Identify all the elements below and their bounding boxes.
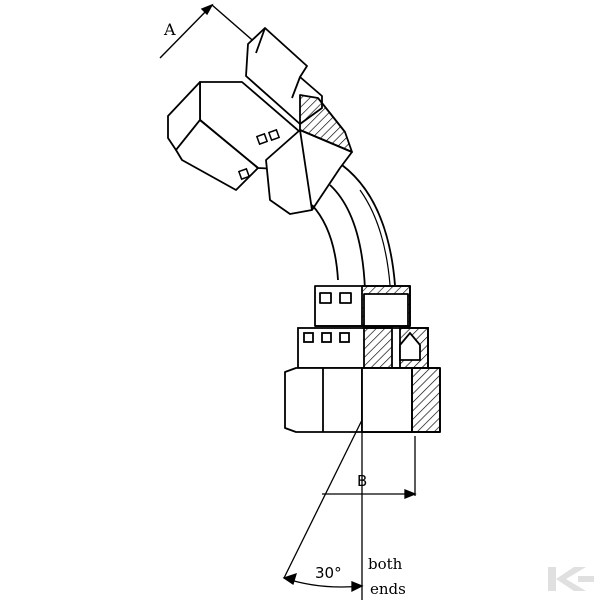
hose-bend [311, 164, 396, 291]
angle-dimension [282, 419, 364, 593]
dimension-b-label: B [357, 472, 368, 490]
top-ferrule [265, 94, 353, 215]
dimension-a [159, 3, 259, 59]
bottom-swivel-nut [284, 367, 441, 433]
bottom-collar [297, 327, 429, 369]
both-ends-label-line2: ends [370, 580, 406, 598]
brand-watermark-icon [548, 567, 594, 591]
dimension-a-label: A [164, 20, 176, 39]
both-ends-label-line1: both [368, 555, 403, 573]
dimension-b [322, 432, 417, 600]
bottom-ferrule [314, 285, 411, 327]
angle-label: 30° [315, 564, 342, 582]
